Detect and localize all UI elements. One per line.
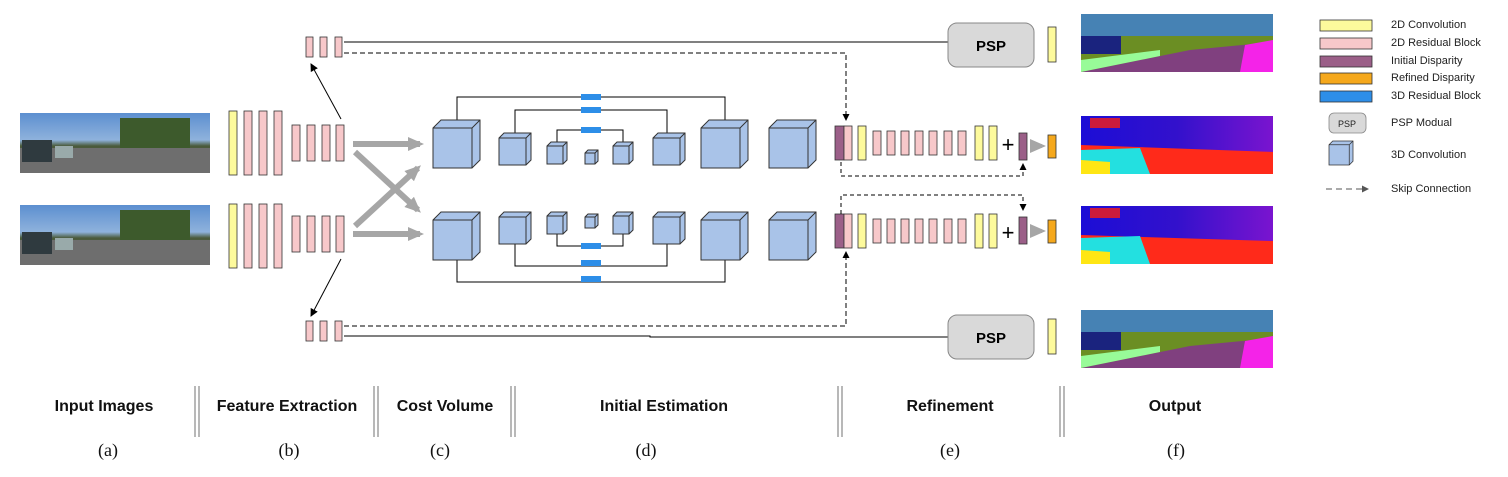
- res2d-block: [335, 215, 345, 253]
- feature-extractor-bottom: [228, 203, 345, 269]
- res2d-block: [258, 110, 268, 176]
- res2d-block: [321, 124, 331, 162]
- stage-title-cost-volume: Cost Volume: [396, 398, 494, 415]
- conv2d-block: [228, 110, 238, 176]
- refinement-bottom: +: [834, 213, 1057, 249]
- res3d-block: [581, 107, 601, 113]
- legend-conv2d-swatch: [1319, 19, 1373, 32]
- legend-psp-swatch-label: PSP: [1338, 119, 1356, 129]
- legend-refined-disp-label: Refined Disparity: [1391, 72, 1475, 84]
- res2d-block: [335, 124, 345, 162]
- res2d-block: [243, 110, 253, 176]
- initial-disparity-block: [834, 125, 845, 161]
- legend-psp-swatch: [1328, 112, 1367, 134]
- refined-disparity-block: [1047, 219, 1057, 244]
- res2d-block: [321, 215, 331, 253]
- legend-skip-label: Skip Connection: [1391, 183, 1472, 195]
- legend-res3d-label: 3D Residual Block: [1391, 90, 1481, 102]
- psp-module-top-label: PSP: [976, 38, 1006, 55]
- res3d-block: [581, 260, 601, 266]
- hourglass-top: [432, 94, 817, 169]
- input-image-right: [20, 205, 210, 265]
- arrow-to-psp-feature-bottom: [310, 258, 342, 317]
- stage-separators: [194, 386, 1065, 437]
- conv2d-block: [228, 203, 238, 269]
- refinement-top: +: [834, 125, 1057, 161]
- res2d-block: [273, 203, 283, 269]
- input-image-left: [20, 113, 210, 173]
- stage-title-feature-extraction: Feature Extraction: [216, 398, 358, 415]
- res2d-block: [291, 124, 301, 162]
- psp-feature-top: [305, 36, 343, 58]
- res2d-block: [306, 215, 316, 253]
- legend-conv2d-label: 2D Convolution: [1391, 19, 1467, 31]
- psp-module-bottom-label: PSP: [976, 330, 1006, 347]
- legend-initial-disp-label: Initial Disparity: [1391, 55, 1463, 67]
- res3d-block: [581, 127, 601, 133]
- res2d-block: [306, 124, 316, 162]
- output-disparity-bottom: [1081, 206, 1273, 264]
- stage-title-initial-estimation: Initial Estimation: [599, 398, 729, 415]
- hourglass-bottom: [432, 211, 817, 282]
- feature-extractor-top: [228, 110, 345, 176]
- legend-res2d-swatch: [1319, 37, 1373, 50]
- stage-title-output: Output: [1148, 398, 1202, 415]
- cost-volume-arrows: [352, 137, 424, 241]
- legend-initial-disp-swatch: [1319, 55, 1373, 68]
- svg-text:+: +: [1002, 220, 1015, 245]
- svg-text:+: +: [1002, 132, 1015, 157]
- refined-disparity-block: [1047, 134, 1057, 159]
- res2d-block: [258, 203, 268, 269]
- res2d-block: [243, 203, 253, 269]
- stage-letter-d: (d): [635, 440, 657, 460]
- stage-letter-a: (a): [98, 440, 118, 460]
- legend-res3d-swatch: [1319, 90, 1373, 103]
- arrow-to-psp-feature-top: [310, 63, 342, 120]
- stage-title-input: Input Images: [54, 398, 154, 415]
- output-disparity-top: [1081, 116, 1273, 174]
- psp-module-bottom: PSP: [947, 314, 1035, 360]
- res3d-block: [581, 94, 601, 100]
- psp-feature-bottom: [305, 320, 343, 342]
- legend: PSP: [1319, 19, 1373, 193]
- stage-title-refinement: Refinement: [906, 398, 994, 415]
- legend-res2d-label: 2D Residual Block: [1391, 37, 1481, 49]
- stage-letter-f: (f): [1167, 440, 1185, 460]
- legend-conv3d-label: 3D Convolution: [1391, 149, 1467, 161]
- res2d-block: [291, 215, 301, 253]
- output-segmentation-bottom: [1081, 310, 1273, 368]
- res3d-block: [581, 276, 601, 282]
- res2d-block: [273, 110, 283, 176]
- initial-disparity-block: [834, 213, 845, 249]
- output-segmentation-top: [1081, 14, 1273, 72]
- legend-refined-disp-swatch: [1319, 72, 1373, 85]
- psp-module-top: PSP: [947, 22, 1035, 68]
- stage-letter-c: (c): [430, 440, 450, 460]
- stage-letter-b: (b): [278, 440, 300, 460]
- legend-psp-label: PSP Modual: [1391, 117, 1452, 129]
- stage-letter-e: (e): [940, 440, 960, 460]
- res3d-block: [581, 243, 601, 249]
